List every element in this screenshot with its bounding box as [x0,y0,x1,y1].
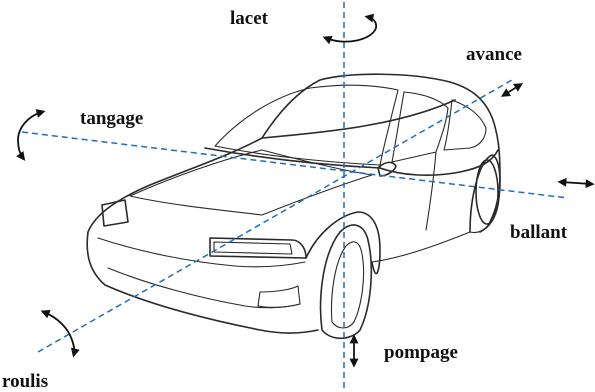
car-windshield-base [204,147,381,169]
lateral-axis [21,131,569,199]
car-fog-recess [257,285,301,308]
car-door-split [425,151,437,231]
longitudinal-axis [37,79,513,353]
label-avance: avance [466,44,522,65]
car-headlight-right-inner [213,241,293,255]
car-body-outline [87,73,501,233]
label-tangage: tangage [80,108,143,129]
avance-translation-icon [500,83,524,97]
car-headlight-left [101,199,129,227]
lacet-rotation-icon [322,13,378,45]
car-front-bumper [86,231,319,334]
car-side-window-front [391,91,449,163]
label-lacet: lacet [230,8,269,29]
car-windshield [214,84,399,166]
car-sill [371,231,471,263]
car-rear-edge [469,221,491,234]
car-front-grille-line [97,237,306,268]
car-rear-arch [469,154,501,233]
car-illustration [86,73,501,340]
roulis-rotation-icon [40,309,80,358]
car-side-window-rear [443,99,487,151]
motion-labels: lacet avance tangage ballant pompage rou… [2,8,568,392]
car-headlight-right [209,237,307,259]
motion-axes [21,2,569,392]
label-ballant: ballant [510,222,568,243]
car-mirror [377,161,397,177]
label-pompage: pompage [384,342,458,363]
car-front-arch [305,211,381,275]
car-front-wheel-inner [331,241,365,329]
ballant-translation-icon [557,177,595,189]
car-rear-wheel [475,159,499,225]
car-roof [261,99,456,139]
motion-arrows [16,13,595,368]
car-lower-grille [107,267,301,309]
label-roulis: roulis [2,371,48,392]
tangage-rotation-icon [16,109,46,161]
